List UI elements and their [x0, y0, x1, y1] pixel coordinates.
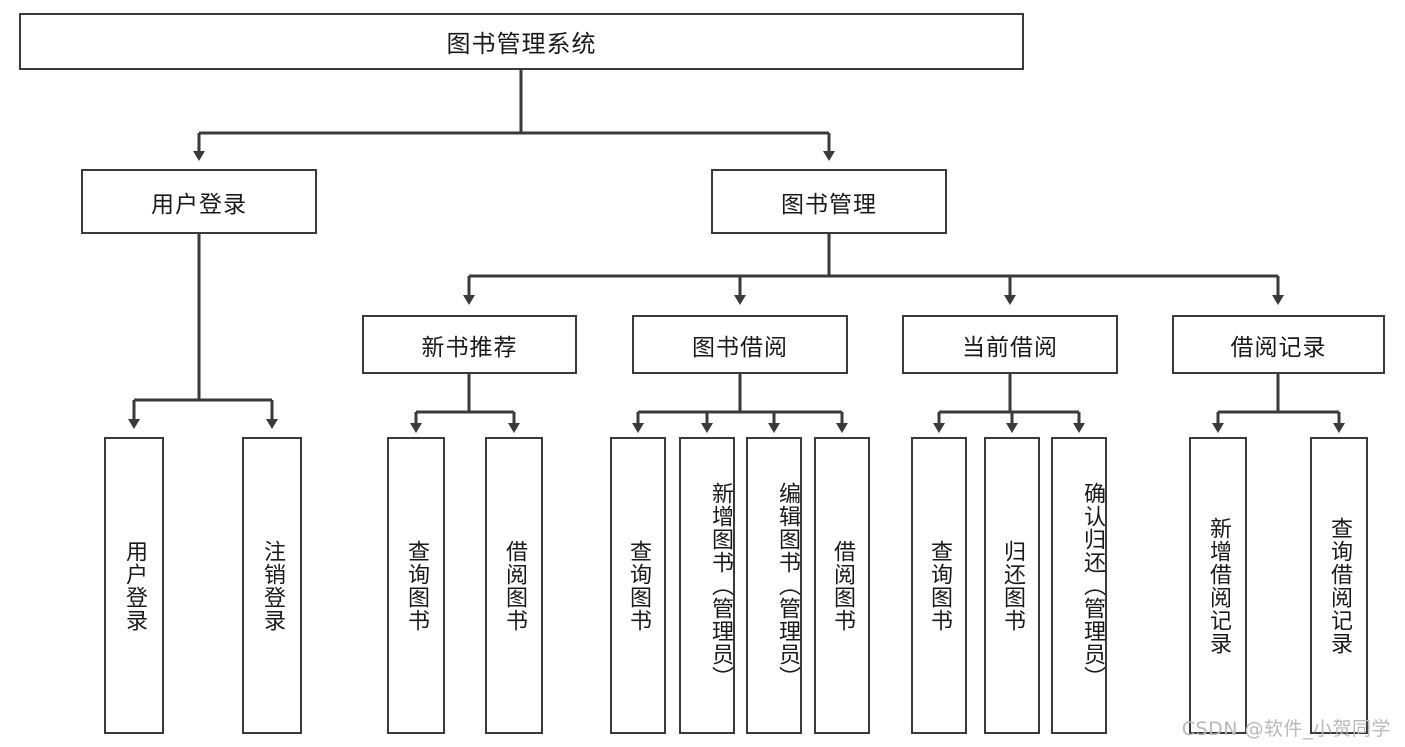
- node-borrow-record[interactable]: 借阅记录: [1172, 315, 1385, 374]
- node-label: 查询借阅记录: [1326, 516, 1352, 655]
- node-book-management[interactable]: 图书管理: [711, 169, 947, 234]
- csdn-watermark: CSDN @软件_小贺同学: [1181, 718, 1391, 740]
- leaf-borrow-book-recommend[interactable]: 借阅图书: [485, 437, 543, 734]
- leaf-confirm-return-admin[interactable]: 确认归还（管理员）: [1051, 437, 1107, 734]
- node-label: 图书借阅: [692, 334, 788, 361]
- leaf-logout[interactable]: 注销登录: [242, 437, 302, 734]
- leaf-query-book-current[interactable]: 查询图书: [911, 437, 967, 734]
- leaf-add-borrow-record[interactable]: 新增借阅记录: [1189, 437, 1247, 734]
- node-label: 借阅图书: [501, 539, 527, 632]
- node-label: 新增借阅记录: [1205, 516, 1231, 655]
- leaf-query-book-recommend[interactable]: 查询图书: [387, 437, 445, 734]
- leaf-query-borrow-record[interactable]: 查询借阅记录: [1310, 437, 1368, 734]
- node-label: 用户登录: [151, 191, 247, 218]
- node-label: 借阅图书: [829, 539, 855, 632]
- leaf-query-book-borrow[interactable]: 查询图书: [610, 437, 666, 734]
- node-label: 当前借阅: [962, 334, 1058, 361]
- node-current-borrow[interactable]: 当前借阅: [902, 315, 1118, 374]
- leaf-return-book[interactable]: 归还图书: [984, 437, 1040, 734]
- node-root-system[interactable]: 图书管理系统: [19, 13, 1024, 70]
- leaf-borrow-book[interactable]: 借阅图书: [814, 437, 870, 734]
- leaf-user-login[interactable]: 用户登录: [104, 437, 164, 734]
- node-label: 用户登录: [121, 539, 147, 632]
- node-new-book-recommend[interactable]: 新书推荐: [362, 315, 577, 374]
- node-label: 新书推荐: [421, 334, 518, 361]
- node-label: 注销登录: [259, 539, 285, 632]
- node-label: 借阅记录: [1230, 334, 1327, 361]
- node-label: 图书管理系统: [446, 30, 597, 58]
- node-label: 图书管理: [781, 191, 877, 218]
- leaf-add-book-admin[interactable]: 新增图书（管理员）: [679, 437, 735, 734]
- node-label: 新增图书（管理员）: [708, 482, 733, 689]
- node-label: 查询图书: [625, 539, 651, 632]
- node-label: 确认归还（管理员）: [1080, 482, 1105, 689]
- leaf-edit-book-admin[interactable]: 编辑图书（管理员）: [746, 437, 802, 734]
- node-label: 编辑图书（管理员）: [775, 482, 800, 689]
- node-book-borrow[interactable]: 图书借阅: [632, 315, 848, 374]
- node-label: 归还图书: [999, 539, 1025, 632]
- node-user-login[interactable]: 用户登录: [81, 169, 317, 234]
- node-label: 查询图书: [403, 539, 429, 632]
- node-label: 查询图书: [926, 539, 952, 632]
